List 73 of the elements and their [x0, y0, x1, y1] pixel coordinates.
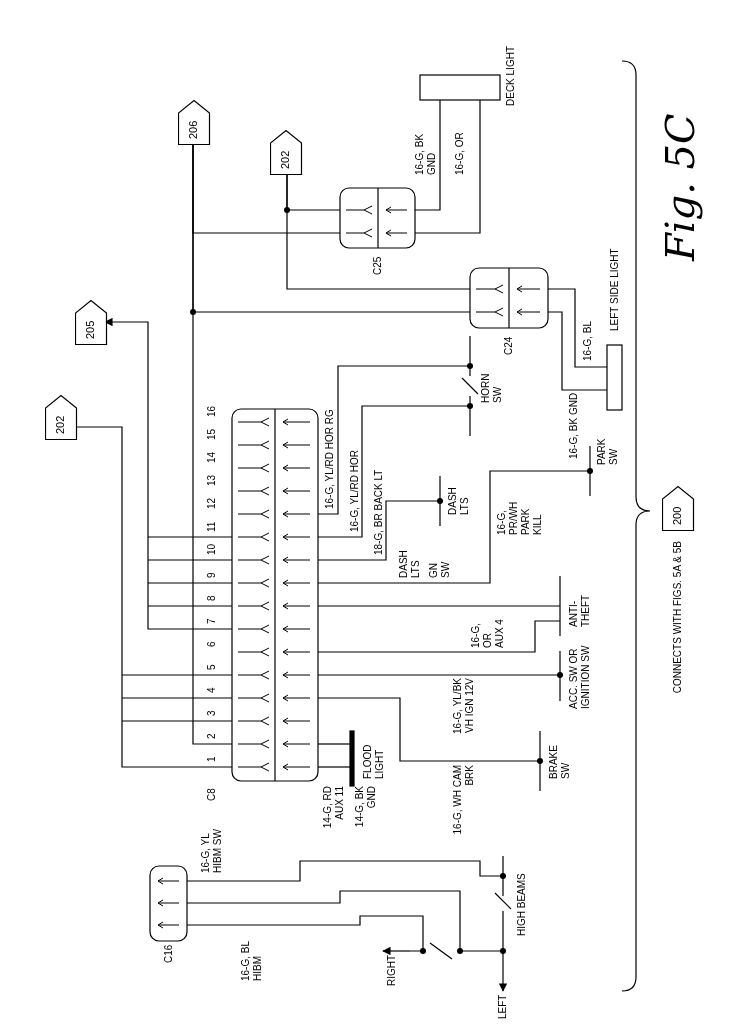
wire-label: RIGHT [386, 954, 398, 986]
wire [192, 144, 471, 313]
connector-id: C24 [503, 336, 515, 355]
reference-number: 200 [671, 506, 684, 525]
reference-number: 202 [54, 415, 67, 434]
wire-label: 16-G, YL/RD HOR [349, 449, 361, 532]
component-label: HORN SW [480, 373, 504, 403]
wire-label: LEFT [497, 994, 509, 1019]
switch-symbol [409, 855, 512, 960]
wire-label: 16-G, BK GND [568, 392, 580, 459]
wire-label: 14-G, RD AUX 11 [322, 786, 346, 831]
wiring-connector [469, 267, 549, 329]
wire-label: 16-G, BL HIBM [240, 940, 264, 981]
connector-id: C8 [206, 788, 218, 801]
wire-label: 16-G, PR/WH PARK KILL [496, 500, 544, 535]
pin-number: 2 [206, 733, 218, 739]
pin-number: 14 [206, 451, 218, 463]
wire-label: 14-G, BK GND [354, 786, 378, 830]
wire-label: 16-G, YL/RD HOR RG [324, 409, 336, 509]
wire [76, 426, 233, 768]
reference-number: 205 [84, 320, 97, 339]
reference-number: 202 [279, 150, 292, 169]
pin-number: 1 [206, 756, 218, 762]
pin-number: 5 [206, 664, 218, 670]
component-label: PARK SW [596, 437, 620, 465]
wiring-connector [339, 187, 416, 249]
pin-number: 10 [206, 543, 218, 555]
reference-number: 206 [187, 120, 200, 139]
pin-number: 7 [206, 618, 218, 624]
switch-symbol [437, 475, 443, 527]
pin-number: 16 [206, 405, 218, 417]
lamp [419, 74, 501, 101]
pin-number: 6 [206, 641, 218, 647]
arrow [382, 946, 411, 956]
lamp [349, 730, 355, 787]
wire-label: 16-G, YL/BK VH IGN 12V [452, 678, 476, 736]
connector-id: C25 [372, 256, 384, 275]
connector-id: C16 [163, 944, 175, 963]
component-label: LEFT SIDE LIGHT [609, 248, 621, 331]
pin-number: 13 [206, 474, 218, 486]
component-label: FLOOD LIGHT [362, 743, 386, 779]
switch-symbol [461, 335, 479, 437]
note-text: CONNECTS WITH FIGS. 5A & 5B [672, 541, 684, 694]
wire-label: 16-G, YL HIBM SW [200, 828, 224, 873]
wiring-connector [231, 408, 319, 782]
pin-number: 8 [206, 595, 218, 601]
pin-number: 12 [206, 497, 218, 509]
wire-label: 16-G, BK GND [414, 132, 438, 175]
wire [286, 174, 471, 290]
component-label: DASH LTS [447, 486, 471, 515]
wire-label: 16-G, BL [582, 320, 594, 361]
wire-label: 16-G, WH CAM BRK [452, 765, 476, 837]
wire-label: 16-G, OR AUX 4 [470, 618, 506, 648]
switch-symbol [537, 730, 543, 792]
wiring-connector [149, 865, 188, 942]
wire-label: GN SW [428, 560, 452, 578]
wire-label: 18-G, BR BACK LT [373, 469, 385, 555]
component-label: DECK LIGHT [505, 46, 517, 106]
pin-number: 4 [206, 687, 218, 693]
pin-number: 3 [206, 710, 218, 716]
wire-label: DASH LTS [398, 549, 422, 578]
figure-caption: Fig. 5C [656, 113, 704, 261]
lamp [606, 344, 623, 411]
component-label: BRAKE SW [548, 744, 572, 779]
switch-symbol [557, 650, 563, 702]
pin-number: 11 [206, 521, 218, 532]
wire-label: 16-G, OR [454, 132, 466, 175]
pin-number: 15 [206, 428, 218, 440]
component-label: ACC. SW OR IGNITION SW [568, 644, 592, 709]
component-label: HIGH BEAMS [516, 873, 528, 936]
switch-symbol [587, 445, 593, 497]
pin-number: 9 [206, 572, 218, 578]
component-label: ANTI- THEFT [568, 593, 592, 627]
